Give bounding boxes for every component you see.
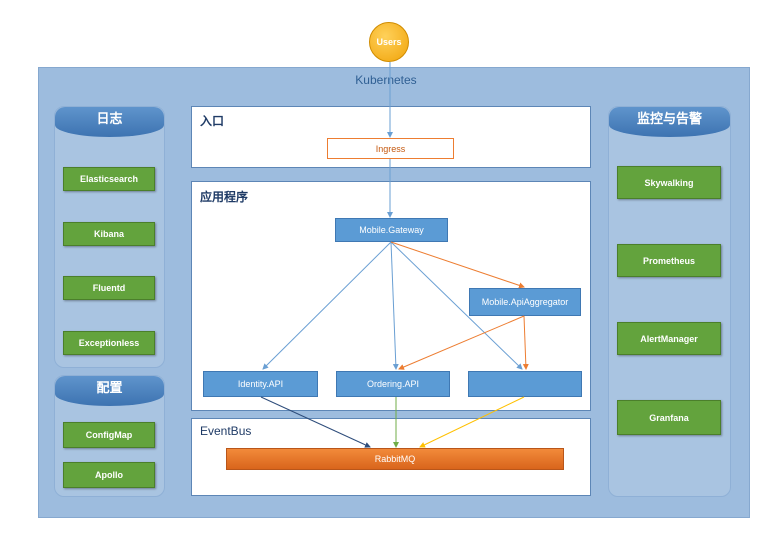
mobile-gateway-box: Mobile.Gateway	[335, 218, 448, 242]
monitoring-panel-title: 监控与告警	[609, 107, 730, 137]
elasticsearch-box: Elasticsearch	[63, 167, 155, 191]
arrow-identity-to-rabbitmq	[260, 396, 371, 448]
alertmanager-box: AlertManager	[617, 322, 721, 355]
kubernetes-title: Kubernetes	[355, 73, 417, 87]
granfana-box: Granfana	[617, 400, 721, 435]
fluentd-box: Fluentd	[63, 276, 155, 300]
identity-api-box: Identity.API	[203, 371, 318, 397]
arrow-service3-to-rabbitmq	[419, 396, 525, 448]
ordering-api-box: Ordering.API	[336, 371, 450, 397]
arrow-gateway-to-identity	[262, 241, 392, 370]
apollo-box: Apollo	[63, 462, 155, 488]
logging-panel-title: 日志	[55, 107, 164, 137]
mobile-apiaggregator-box: Mobile.ApiAggregator	[469, 288, 581, 316]
users-node: Users	[369, 22, 409, 62]
arrow-aggregator-to-ordering	[398, 315, 525, 370]
unnamed-service-box	[468, 371, 582, 397]
skywalking-box: Skywalking	[617, 166, 721, 199]
kibana-box: Kibana	[63, 222, 155, 246]
arrow-gateway-to-service3	[390, 241, 523, 370]
prometheus-box: Prometheus	[617, 244, 721, 277]
application-section-title: 应用程序	[200, 190, 249, 204]
arrow-gateway-to-ordering	[390, 241, 399, 370]
arrow-gateway-to-aggregator	[390, 241, 525, 289]
exceptionless-box: Exceptionless	[63, 331, 155, 355]
rabbitmq-box: RabbitMQ	[226, 448, 564, 470]
config-panel-title: 配置	[55, 376, 164, 406]
arrow-aggregator-to-service3	[522, 315, 529, 370]
entry-section-title: 入口	[200, 114, 225, 128]
ingress-box: Ingress	[327, 138, 454, 159]
eventbus-section-title: EventBus	[200, 424, 252, 438]
configmap-box: ConfigMap	[63, 422, 155, 448]
